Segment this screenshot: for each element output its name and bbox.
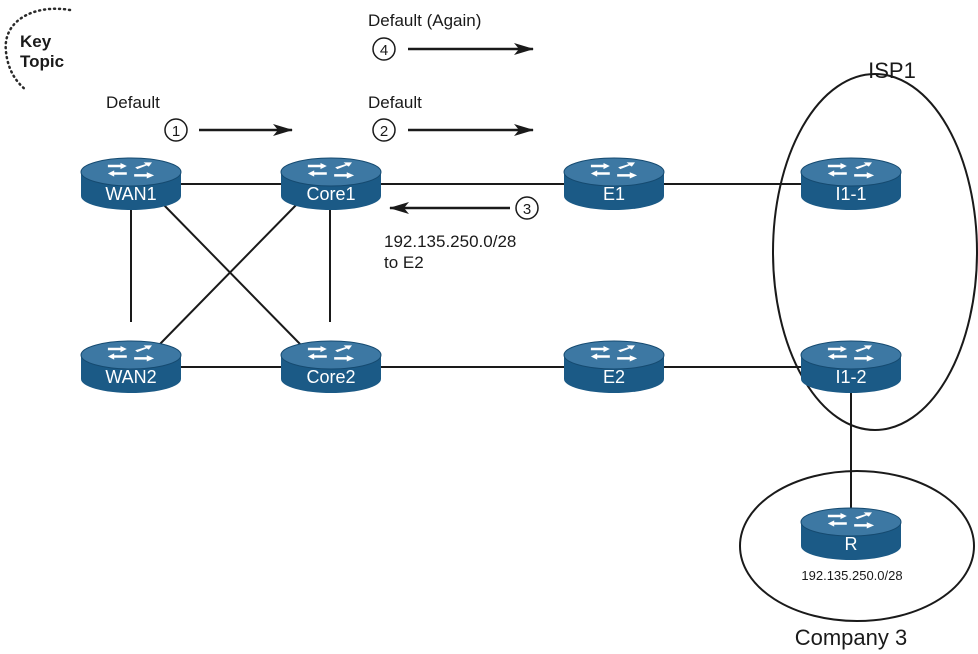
step-4-circle	[372, 37, 396, 61]
router-label-core1: Core1	[306, 184, 355, 204]
router-top	[280, 157, 382, 187]
step-1-circle	[164, 118, 188, 142]
key-topic-dotted-arc	[4, 7, 72, 92]
key-topic-line2: Topic	[20, 52, 64, 71]
step-2-label: Default	[368, 93, 422, 112]
router-label-e2: E2	[603, 367, 625, 387]
router-i12: I1-2	[800, 340, 902, 393]
router-e1: E1	[563, 157, 665, 210]
router-top	[280, 340, 382, 370]
router-label-wan2: WAN2	[105, 367, 156, 387]
link-core1-wan2	[159, 200, 301, 345]
router-wan1: WAN1	[80, 157, 182, 210]
router-top	[800, 340, 902, 370]
company3-cloud	[739, 470, 975, 622]
router-i11: I1-1	[800, 157, 902, 210]
router-top	[80, 157, 182, 187]
step-3-label-line1: 192.135.250.0/28	[384, 232, 516, 251]
router-label-i12: I1-2	[835, 367, 866, 387]
company3-label: Company 3	[795, 625, 908, 650]
router-top	[80, 340, 182, 370]
key-topic-badge: Key Topic	[4, 7, 72, 92]
step-3-label-line2: to E2	[384, 253, 424, 272]
step-2: Default 2	[368, 93, 534, 142]
step-1-label: Default	[106, 93, 160, 112]
step-3-number: 3	[523, 201, 531, 218]
router-label-core2: Core2	[306, 367, 355, 387]
step-3-circle	[515, 196, 539, 220]
router-top	[563, 157, 665, 187]
step-1: Default 1	[106, 93, 293, 142]
isp1-label: ISP1	[868, 58, 916, 83]
step-4-number: 4	[380, 42, 388, 59]
router-top	[800, 507, 902, 537]
router-top	[800, 157, 902, 187]
router-top	[563, 340, 665, 370]
step-4: Default (Again) 4	[368, 11, 534, 61]
router-core1: Core1	[280, 157, 382, 210]
router-label-i11: I1-1	[835, 184, 866, 204]
router-wan2: WAN2	[80, 340, 182, 393]
step-2-number: 2	[380, 123, 388, 140]
router-core2: Core2	[280, 340, 382, 393]
router-label-r: R	[845, 534, 858, 554]
step-3: 3 192.135.250.0/28 to E2	[384, 196, 539, 272]
step-4-label: Default (Again)	[368, 11, 481, 30]
isp1-cloud	[772, 73, 978, 431]
company3-prefix: 192.135.250.0/28	[801, 568, 902, 583]
links	[130, 183, 852, 510]
router-label-wan1: WAN1	[105, 184, 156, 204]
step-2-circle	[372, 118, 396, 142]
key-topic-line1: Key	[20, 32, 52, 51]
router-e2: E2	[563, 340, 665, 393]
router-label-e1: E1	[603, 184, 625, 204]
router-r: R	[800, 507, 902, 560]
step-1-number: 1	[172, 123, 180, 140]
